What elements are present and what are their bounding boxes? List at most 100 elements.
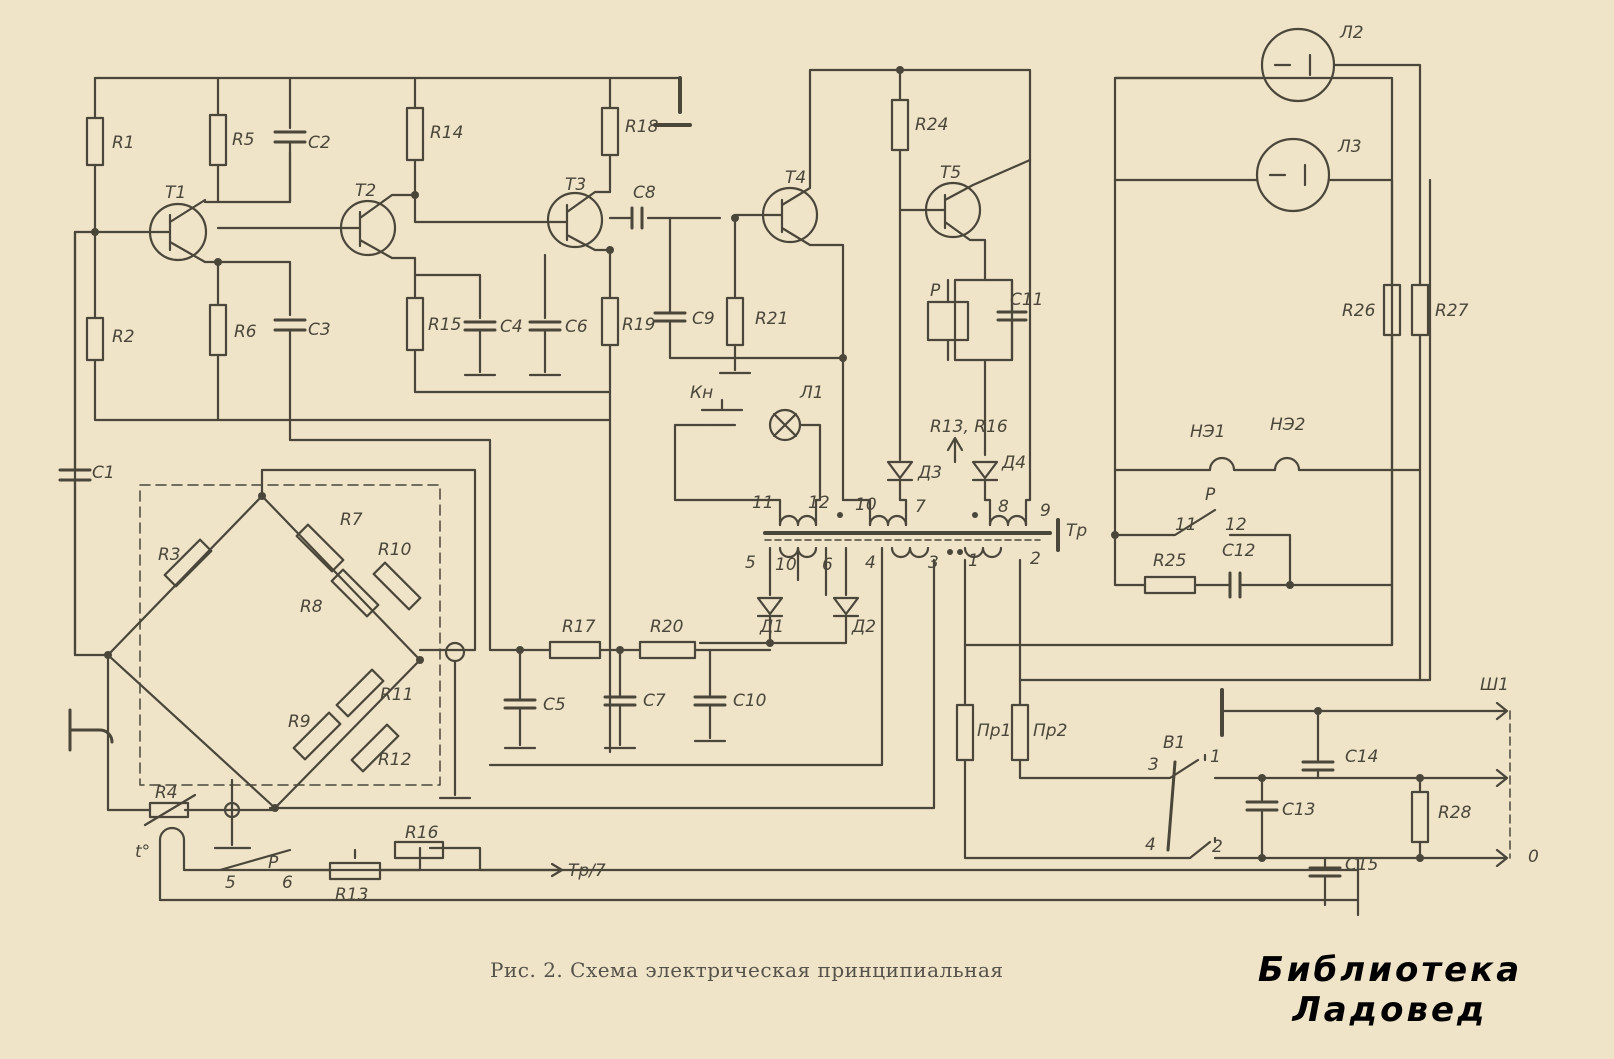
label-t5: T5	[940, 163, 961, 183]
label-c11: C11	[1010, 290, 1044, 310]
resistor-r12	[350, 723, 400, 773]
label-r24: R24	[915, 115, 948, 135]
figure-caption: Рис. 2. Схема электрическая принципиальн…	[490, 958, 1004, 982]
diode-d4	[971, 460, 999, 482]
button-kn	[700, 398, 744, 427]
capacitor-c2	[273, 130, 307, 144]
resistor-r2	[85, 316, 105, 362]
label-c7: C7	[643, 691, 666, 711]
label-r12: R12	[378, 750, 411, 770]
label-p-right: Р	[1205, 485, 1216, 505]
winding-1-2	[963, 546, 1003, 559]
diode-d2	[832, 596, 860, 618]
label-bt4: 4	[1145, 835, 1156, 855]
capacitor-c8	[630, 206, 644, 230]
label-r16: R16	[405, 823, 439, 843]
label-c3: C3	[308, 320, 331, 340]
label-w7: 7	[915, 497, 926, 517]
resistor-r27	[1410, 283, 1430, 337]
label-c2: C2	[308, 133, 331, 153]
lamp-l1	[768, 408, 802, 442]
label-c13: C13	[1282, 800, 1316, 820]
label-r13: R13	[335, 885, 368, 905]
winding-10-7	[868, 514, 908, 527]
label-sh1: Ш1	[1480, 675, 1509, 695]
label-r15: R15	[428, 315, 461, 335]
label-w6: 6	[822, 555, 833, 575]
label-p11: 11	[1175, 515, 1197, 535]
label-bt3: 3	[1148, 755, 1159, 775]
label-w5: 5	[745, 553, 756, 573]
label-w8: 8	[998, 497, 1009, 517]
fuse-pr1	[955, 703, 975, 762]
resistor-r10	[372, 561, 422, 611]
label-c4: C4	[500, 317, 523, 337]
label-r13r16: R13, R16	[930, 417, 1008, 437]
resistor-r16	[393, 840, 445, 860]
resistor-r21	[725, 296, 745, 347]
label-w9: 9	[1040, 501, 1051, 521]
label-r1: R1	[112, 133, 135, 153]
label-c14: C14	[1345, 747, 1379, 767]
label-p12: 12	[1225, 515, 1247, 535]
label-w12: 12	[808, 493, 830, 513]
label-tr: Тр	[1066, 521, 1087, 541]
label-w10: 10	[855, 495, 877, 515]
resistor-r11	[335, 668, 385, 718]
label-r8: R8	[300, 597, 323, 617]
label-d4: Д4	[1001, 453, 1026, 473]
label-kn: Кн	[690, 383, 713, 403]
resistor-r8	[330, 568, 380, 618]
resistor-r18	[600, 106, 620, 157]
label-r7: R7	[340, 510, 363, 530]
label-c9: C9	[692, 309, 715, 329]
resistor-r3	[163, 538, 213, 588]
diode-d3	[886, 460, 914, 482]
label-w4: 4	[865, 553, 876, 573]
diode-d1	[756, 596, 784, 618]
watermark-line-2: Ладовед	[1292, 990, 1488, 1030]
label-bt2: 2	[1212, 837, 1223, 857]
label-bt1: 1	[1210, 747, 1221, 767]
thermistor-r4	[148, 801, 190, 819]
label-tr7: Тр/7	[568, 861, 606, 881]
label-d2: Д2	[851, 617, 876, 637]
capacitor-c12	[1228, 571, 1242, 599]
label-r6: R6	[234, 322, 257, 342]
relay-p	[926, 300, 970, 342]
label-r26: R26	[1342, 301, 1376, 321]
label-r4: R4	[155, 783, 178, 803]
label-l3: Л3	[1337, 137, 1362, 157]
label-r10: R10	[378, 540, 411, 560]
label-p-switch: Р	[268, 853, 279, 873]
capacitor-c13	[1245, 800, 1279, 812]
winding-8-9	[988, 514, 1028, 527]
label-p5: 5	[225, 873, 236, 893]
resistor-r9	[292, 711, 342, 761]
label-w3: 3	[928, 553, 939, 573]
resistor-r24	[890, 98, 910, 152]
label-ne1: НЭ1	[1190, 422, 1225, 442]
label-l1: Л1	[799, 383, 824, 403]
transistor-t3	[546, 191, 604, 249]
resistor-r20	[638, 640, 697, 660]
bridge-box	[139, 484, 441, 786]
label-r5: R5	[232, 130, 255, 150]
capacitor-c4	[463, 320, 497, 332]
label-t2: T2	[355, 181, 376, 201]
label-pr2: Пр2	[1033, 721, 1067, 741]
label-r3: R3	[158, 545, 181, 565]
label-r17: R17	[562, 617, 596, 637]
label-c10: C10	[733, 691, 767, 711]
label-w2: 2	[1030, 549, 1041, 569]
resistor-r17	[548, 640, 602, 660]
lamp-l2	[1260, 27, 1336, 103]
resistor-r15	[405, 296, 425, 352]
resistor-r13	[328, 861, 382, 881]
label-r2: R2	[112, 327, 135, 347]
label-b1: В1	[1163, 733, 1185, 753]
capacitor-c15	[1308, 866, 1342, 878]
capacitor-c3	[273, 318, 307, 332]
label-r28: R28	[1438, 803, 1472, 823]
capacitor-c9	[653, 311, 687, 323]
